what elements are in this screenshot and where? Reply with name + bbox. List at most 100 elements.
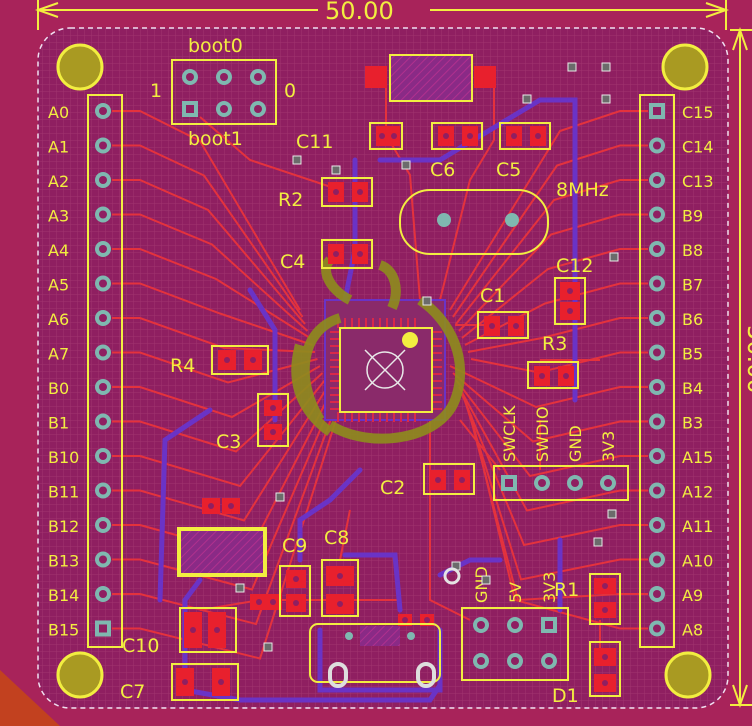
right-header-label: C13 <box>682 172 714 191</box>
left-header-label: B15 <box>48 621 79 640</box>
swd-label: GND <box>566 425 585 462</box>
misc-trace <box>199 116 341 191</box>
power-header-label: 3V3 <box>540 572 559 603</box>
pad-via <box>567 308 573 314</box>
pad-via <box>443 133 449 139</box>
left-trace <box>112 110 301 311</box>
right-header-label: A9 <box>682 586 703 605</box>
swd-pin-hole <box>538 479 546 487</box>
via <box>292 155 302 165</box>
left-header-pin-hole <box>99 521 107 529</box>
left-header-pin-hole <box>99 279 107 288</box>
right-trace <box>452 372 648 443</box>
right-header-label: B4 <box>682 379 703 398</box>
left-header-pin-hole <box>99 348 107 357</box>
pad-via <box>602 583 608 589</box>
mount-hole-bottom-left <box>56 651 104 699</box>
left-header-pin-hole <box>99 590 107 598</box>
mount-hole-bottom-right <box>664 651 712 699</box>
mcu-outline <box>339 327 433 413</box>
pad-via <box>337 601 343 607</box>
left-header-label: A1 <box>48 138 69 157</box>
top-module-pad-right <box>474 66 496 88</box>
right-header-pin-hole <box>653 314 661 322</box>
mcu-center-mark <box>366 351 404 389</box>
smd-pads <box>176 126 616 696</box>
left-header-label: A3 <box>48 207 69 226</box>
left-trace <box>112 144 304 318</box>
label-r3: R3 <box>542 333 567 355</box>
swd-label: 3V3 <box>599 431 618 462</box>
right-header-label: A11 <box>682 517 713 536</box>
label-d1: D1 <box>552 685 579 707</box>
right-trace <box>449 110 648 311</box>
top-module-body <box>389 54 473 102</box>
via <box>601 94 611 104</box>
pad-via <box>333 251 339 257</box>
pad-via <box>535 133 541 139</box>
label-c9: C9 <box>282 535 307 557</box>
left-trace <box>112 386 329 522</box>
regulator-body <box>179 529 265 575</box>
right-header-label: B9 <box>682 207 703 226</box>
right-header-pin-hole <box>653 555 661 564</box>
pad-via <box>228 503 234 509</box>
right-header-label: C14 <box>682 138 714 157</box>
right-header-label: B5 <box>682 345 703 364</box>
left-header-label: A6 <box>48 310 69 329</box>
pad-via <box>513 323 519 329</box>
left-header-pin-hole <box>99 141 107 150</box>
mcu-pins <box>330 318 442 422</box>
pad-via <box>402 617 408 623</box>
right-dimension <box>730 26 752 709</box>
pad-via <box>224 357 230 363</box>
right-trace <box>467 317 648 353</box>
left-header-pin-hole <box>99 314 107 322</box>
via <box>567 62 577 72</box>
label-c8: C8 <box>324 527 349 549</box>
left-header-pin-hole <box>99 486 107 495</box>
orange-corner-shape <box>0 670 60 726</box>
right-header-pin-hole <box>653 141 661 150</box>
via <box>522 94 532 104</box>
misc-trace <box>439 88 495 301</box>
left-header-label: B14 <box>48 586 79 605</box>
test-point <box>443 567 461 585</box>
right-header-label: A15 <box>682 448 713 467</box>
mcu-courtyard <box>324 299 446 421</box>
left-header-label: B10 <box>48 448 79 467</box>
left-header-pin-hole <box>99 176 107 184</box>
right-header-label: B3 <box>682 414 703 433</box>
left-header-label: A5 <box>48 276 69 295</box>
left-header-label: B0 <box>48 379 69 398</box>
pad-via <box>270 405 276 411</box>
right-header-label: B7 <box>682 276 703 295</box>
label-c6: C6 <box>430 159 455 181</box>
left-trace <box>112 213 309 332</box>
pad-via <box>379 133 385 139</box>
via <box>331 165 341 175</box>
dim-label-bg <box>318 0 430 20</box>
pad-via <box>563 373 569 379</box>
right-header-pin-hole <box>653 348 661 357</box>
right-header-pin-hole <box>653 624 661 633</box>
mount-hole-top-right <box>661 43 709 91</box>
left-trace <box>112 282 313 346</box>
right-header-pin-hole <box>653 245 661 253</box>
right-header-pin-hole <box>653 383 661 391</box>
pad-via <box>333 189 339 195</box>
right-trace <box>464 282 648 346</box>
misc-trace <box>385 88 421 301</box>
right-dimension-label: 50.00 <box>742 325 752 394</box>
power-header-label: GND <box>472 566 491 603</box>
label-r1: R1 <box>554 579 579 601</box>
right-trace <box>458 213 648 332</box>
boot-jumper-pads <box>182 69 266 117</box>
pad-via <box>424 617 430 623</box>
power-pin-hole <box>511 657 519 665</box>
left-trace <box>112 317 316 353</box>
right-trace <box>449 365 648 409</box>
mcu-pin1-dot <box>402 332 418 348</box>
